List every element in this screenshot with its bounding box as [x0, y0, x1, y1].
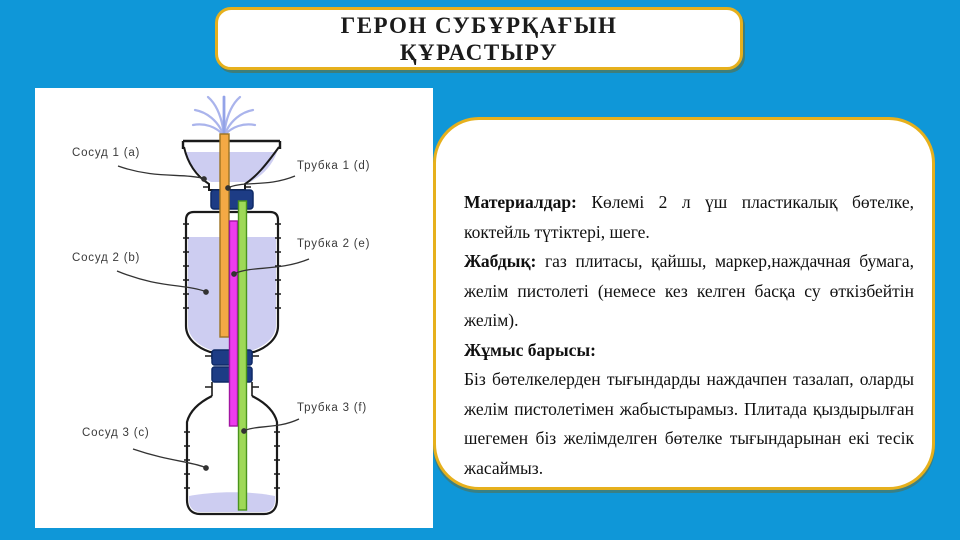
vessel-1-bowl	[181, 139, 282, 191]
equipment-paragraph: Жабдық: газ плитасы, қайшы, маркер,нажда…	[464, 251, 914, 330]
materials-paragraph: Материалдар: Көлемі 2 л үш пластикалық б…	[464, 192, 914, 242]
diagram-label-tube-3: Трубка 3 (f)	[297, 402, 368, 414]
diagram-label-tube-2: Трубка 2 (e)	[297, 238, 371, 250]
heron-fountain-diagram	[116, 95, 310, 516]
page-title-line-2: ҚҰРАСТЫРУ	[399, 39, 559, 65]
procedure-paragraph: Біз бөтелкелерден тығындарды наждачпен т…	[464, 369, 914, 478]
tube-1-orange	[219, 133, 230, 338]
info-box: Материалдар: Көлемі 2 л үш пластикалық б…	[433, 117, 935, 490]
fountain-spray-icon	[191, 95, 257, 138]
page-title-line-1: ГЕРОН СУБҰРҚАҒЫН	[340, 12, 618, 38]
title-box: ГЕРОН СУБҰРҚАҒЫН ҚҰРАСТЫРУ	[215, 7, 743, 70]
pointer-lines	[116, 165, 310, 471]
tube-3-green	[237, 200, 248, 511]
diagram-label-vessel-3: Сосуд 3 (c)	[82, 427, 150, 439]
diagram-label-vessel-1: Сосуд 1 (a)	[72, 147, 141, 159]
procedure-heading: Жұмыс барысы:	[464, 339, 596, 360]
tube-2-magenta	[228, 220, 239, 427]
vessel-3-bottle	[184, 382, 280, 516]
materials-label: Материалдар:	[464, 192, 577, 212]
heron-fountain-diagram-panel: Сосуд 1 (a) Трубка 1 (d) Сосуд 2 (b) Тру…	[35, 88, 433, 528]
equipment-label: Жабдық:	[464, 251, 537, 271]
diagram-label-tube-1: Трубка 1 (d)	[297, 160, 371, 172]
diagram-label-vessel-2: Сосуд 2 (b)	[72, 252, 141, 264]
